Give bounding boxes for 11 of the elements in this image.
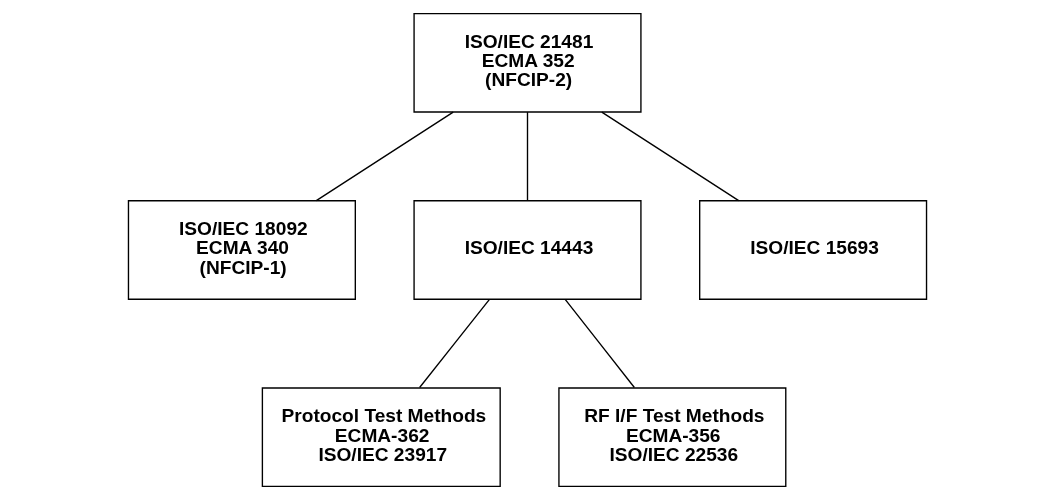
connector: [526, 111, 529, 201]
connector: [315, 111, 454, 202]
connector: [601, 111, 740, 202]
node-box: ISO/IEC 21481 ECMA 352 (NFCIP-2): [413, 12, 642, 113]
node-box: ISO/IEC 15693: [699, 200, 928, 300]
node-box: ISO/IEC 18092 ECMA 340 (NFCIP-1): [127, 200, 356, 300]
connector: [564, 298, 636, 389]
connector: [418, 298, 491, 389]
node-box: ISO/IEC 14443: [413, 200, 642, 300]
node-box: RF I/F Test Methods ECMA-356 ISO/IEC 22536: [558, 387, 787, 488]
node-box: Protocol Test Methods ECMA-362 ISO/IEC 23917: [261, 387, 501, 488]
